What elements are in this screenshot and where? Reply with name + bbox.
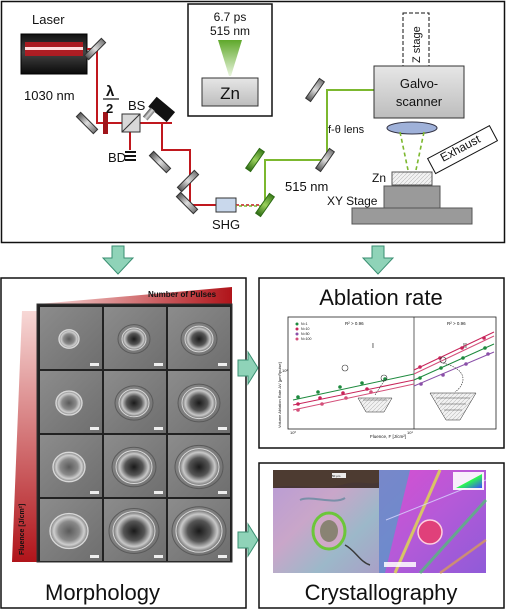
sem-image-r3-c1 [40, 435, 102, 497]
arrow-to-morphology [101, 245, 135, 275]
mirror-4-icon [176, 169, 200, 193]
sem-image-r1-c1 [40, 307, 102, 369]
y-tick: 10² [282, 368, 288, 373]
mirror-6-icon [314, 147, 336, 173]
arrow-to-ablation [361, 245, 395, 275]
r2-right: R² > 0.96 [447, 321, 466, 326]
sem-image-r2-c3 [168, 371, 230, 433]
x-tick-left: 10⁰ [290, 430, 296, 435]
beamsplitter-icon [121, 113, 141, 133]
sem-image-r4-c1 [40, 499, 102, 561]
shg-crystal-icon [215, 197, 237, 213]
scale-label: 50 μm [332, 474, 341, 478]
ipf-key-icon [453, 472, 484, 490]
zn-target-box [201, 77, 259, 107]
ebsd-left-image [273, 470, 379, 573]
sem-image-r3-c2 [104, 435, 166, 497]
sem-image-r4-c2 [104, 499, 166, 561]
xy-stage-label: XY Stage [327, 194, 378, 208]
mirror-5-icon [175, 191, 199, 215]
xlabel: Fluence, F [J/cm²] [370, 434, 406, 439]
morphology-title: Morphology [45, 580, 160, 605]
beamsplitter-label: BS [128, 98, 146, 113]
legend: N=1 N=10 N=50 N=100 [295, 322, 311, 341]
exhaust-icon [426, 125, 499, 175]
green-mirror-1-icon [254, 192, 276, 218]
legend-n50: N=50 [301, 332, 310, 336]
pulse-wavelength-label: 515 nm [210, 24, 250, 38]
region-left: I [372, 343, 374, 350]
lens-label: f-θ lens [328, 124, 365, 136]
sem-image-r1-c3 [168, 307, 230, 369]
crystallography-title: Crystallography [305, 580, 458, 605]
crater-inset-right [429, 362, 477, 421]
sem-cells [40, 307, 230, 561]
waveplate-label-bottom: 2 [106, 101, 113, 116]
region-right: II [463, 343, 467, 350]
scanner-label-2: scanner [396, 94, 443, 109]
waveplate-label-top: λ [106, 83, 115, 100]
xy-stage-icon [351, 185, 473, 225]
number-of-pulses-label: Number of Pulses [148, 290, 217, 299]
wavelength-ir-label: 1030 nm [24, 88, 75, 103]
f-theta-lens-icon [386, 121, 438, 135]
laser-label: Laser [32, 12, 65, 27]
mirror-7-icon [304, 77, 326, 103]
legend-n100: N=100 [301, 337, 311, 341]
fit-lines [292, 331, 495, 411]
x-tick-right: 10¹ [407, 430, 413, 435]
r2-left: R² > 0.96 [345, 321, 364, 326]
sample-label: Zn [372, 171, 386, 185]
sem-image-r4-c3 [168, 499, 230, 561]
fluence-wedge [12, 311, 37, 562]
ablation-title: Ablation rate [319, 285, 443, 310]
z-stage-label: Z stage [411, 26, 423, 63]
laser-icon [20, 33, 88, 75]
waveplate-icon [103, 112, 108, 134]
crater-inset-left [357, 380, 393, 413]
scanner-label-1: Galvo- [400, 76, 438, 91]
arrow-to-ablation-side [237, 350, 259, 386]
beam-dump-label: BD [108, 150, 126, 165]
sem-image-r2-c1 [40, 371, 102, 433]
wavelength-green-label: 515 nm [285, 179, 328, 194]
beam-dump-icon [125, 151, 136, 161]
galvo-scanner-box [373, 65, 465, 119]
mirror-1-icon [83, 37, 107, 61]
mirror-3-icon [148, 150, 172, 174]
zn-sample-icon [391, 171, 433, 186]
legend-n1: N=1 [301, 322, 308, 326]
pulses-wedge [38, 287, 232, 304]
ablation-chart: Volume Ablation Rate ΔV [μm³/pulse] Flue… [277, 316, 497, 439]
laser-cone-icon [218, 40, 242, 76]
sem-image-r2-c2 [104, 371, 166, 433]
sem-image-r3-c3 [168, 435, 230, 497]
mirror-2-icon [75, 111, 99, 135]
ebsd-right-image [379, 469, 488, 575]
sem-image-r1-c2 [104, 307, 166, 369]
shg-label: SHG [212, 217, 240, 232]
green-mirror-2-icon [244, 147, 266, 173]
zn-target-label: Zn [220, 84, 240, 103]
photodiode-icon [142, 96, 176, 123]
legend-n10: N=10 [301, 327, 310, 331]
arrow-to-crystallography-side [237, 522, 259, 558]
ylabel: Volume Ablation Rate ΔV [μm³/pulse] [277, 362, 282, 428]
pulse-duration-label: 6.7 ps [214, 10, 247, 24]
fluence-label: Fluence [J/cm²] [19, 504, 26, 555]
